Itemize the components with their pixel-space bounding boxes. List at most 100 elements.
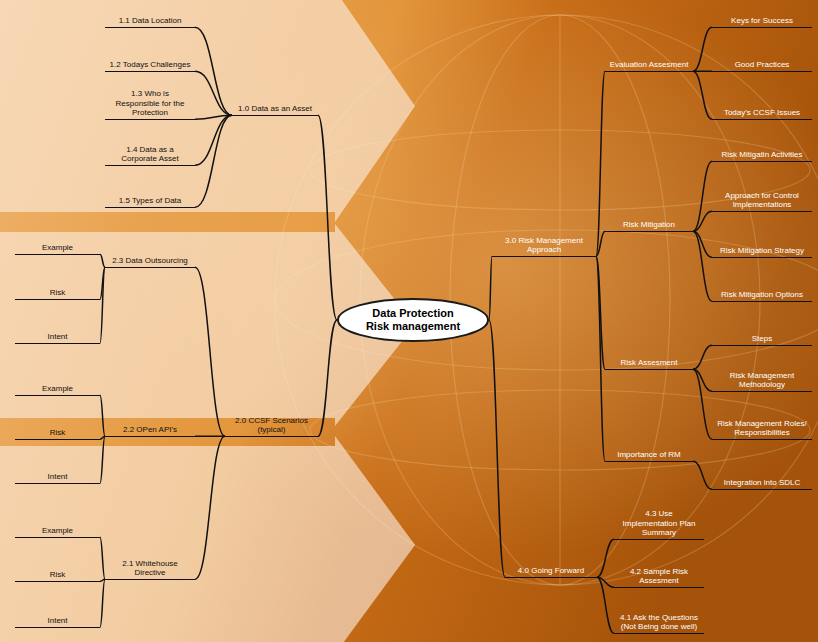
topic-branch: 4.1 Ask the Questions (Not Being done we… [614, 613, 704, 634]
topic-branch: Example [15, 526, 100, 538]
topic-text: Risk Management Methodology [716, 371, 808, 389]
branch-connector [100, 436, 105, 483]
topic-branch: Keys for Success [712, 16, 812, 28]
branch-connector [693, 27, 712, 71]
topic-branch: 2.3 Data Outsourcing [105, 256, 195, 268]
branch-connector [195, 436, 225, 438]
topic-text: 1.3 Who is Responsible for the Protectio… [109, 89, 191, 117]
topic-text: Importance of RM [609, 450, 689, 459]
topic-branch: Intent [15, 472, 100, 484]
topic-text: 2.0 CCSF Scenarios (typical) [229, 416, 314, 434]
topic-text: 3.0 Risk Management Approach [496, 236, 592, 254]
topic-branch: Risk [15, 570, 100, 582]
ellipse-outline [338, 299, 488, 341]
topic-text: Risk Mitigation Options [716, 290, 808, 299]
topic-text: Steps [716, 334, 808, 343]
topic-text: 4.3 Use Implementation Plan Summary [618, 509, 700, 537]
topic-text: 1.0 Data as an Asset [236, 104, 314, 113]
topic-branch: 2.1 Whitehouse Directive [105, 559, 195, 580]
topic-text: 1.5 Types of Data [109, 196, 191, 205]
topic-text: Example [19, 526, 96, 535]
topic-text: 4.0 Going Forward [509, 566, 593, 575]
topic-branch: Risk Management Methodology [712, 371, 812, 392]
topic-branch: 1.4 Data as a Corporate Asset [105, 145, 195, 166]
branch-connector [693, 211, 712, 231]
topic-text: Today's CCSF Issues [716, 108, 808, 117]
branch-connector [318, 115, 337, 320]
branch-connector [195, 267, 225, 436]
topic-text: Risk [19, 570, 96, 579]
topic-branch: Intent [15, 616, 100, 628]
topic-text: Intent [19, 332, 96, 341]
topic-text: 2.3 Data Outsourcing [109, 256, 191, 265]
topic-branch: 1.1 Data Location [105, 16, 195, 28]
topic-branch: 1.5 Types of Data [105, 196, 195, 208]
branch-connector [693, 71, 712, 119]
topic-branch: Steps [712, 334, 812, 346]
topic-branch: Good Practices [712, 60, 812, 72]
topic-text: Integration into SDLC [716, 478, 808, 487]
branch-connector [693, 461, 712, 489]
topic-branch: Risk [15, 288, 100, 300]
arrow-shape [0, 436, 415, 642]
topic-text: 2.2 OPen API's [109, 425, 191, 434]
branch-connector [597, 539, 614, 577]
topic-branch: Intent [15, 332, 100, 344]
branch-connector [596, 256, 605, 461]
branch-connector [597, 577, 614, 633]
topic-text: Risk Management Roles/ Responsibilities [716, 419, 808, 437]
branch-connector [596, 231, 605, 256]
topic-branch: Approach for Control Implementations [712, 191, 812, 212]
branch-connector [100, 579, 105, 627]
branch-connector [693, 161, 712, 231]
branch-connector [195, 27, 232, 115]
branch-connector [195, 436, 225, 579]
topic-branch: Risk Management Roles/ Responsibilities [712, 419, 812, 440]
topic-branch: 2.2 OPen API's [105, 425, 195, 437]
topic-branch: 1.2 Todays Challenges [105, 60, 195, 72]
topic-text: Example [19, 243, 96, 252]
topic-branch: Evaluation Assesment [605, 60, 693, 72]
topic-text: Example [19, 384, 96, 393]
topic-text: Intent [19, 616, 96, 625]
topic-text: 1.4 Data as a Corporate Asset [109, 145, 191, 163]
topic-branch: Risk [15, 428, 100, 440]
branch-connector [195, 71, 232, 115]
central-topic: Data Protection Risk management [337, 298, 489, 342]
branch-connector [693, 71, 712, 73]
topic-text: Risk [19, 428, 96, 437]
branch-connector [693, 345, 712, 369]
topic-branch: Risk Mitigation Strategy [712, 246, 812, 258]
branch-connector [100, 267, 105, 343]
topic-text: 4.2 Sample Risk Assesment [618, 567, 700, 585]
central-topic-text: Data Protection Risk management [363, 307, 463, 332]
topic-branch: Risk Mitigation Options [712, 290, 812, 302]
topic-branch: 3.0 Risk Management Approach [492, 236, 596, 257]
branch-connector [318, 320, 337, 436]
branch-connector [489, 320, 505, 577]
topic-text: 1.1 Data Location [109, 16, 191, 25]
topic-text: Evaluation Assesment [609, 60, 689, 69]
topic-branch: 4.2 Sample Risk Assesment [614, 567, 704, 588]
topic-text: 1.2 Todays Challenges [109, 60, 191, 69]
topic-branch: 1.3 Who is Responsible for the Protectio… [105, 89, 195, 120]
branch-connector [596, 71, 605, 256]
topic-branch: 4.3 Use Implementation Plan Summary [614, 509, 704, 540]
topic-text: Risk Mitigation Strategy [716, 246, 808, 255]
topic-branch: Today's CCSF Issues [712, 108, 812, 120]
topic-branch: 4.0 Going Forward [505, 566, 597, 578]
topic-text: Intent [19, 472, 96, 481]
topic-text: 4.1 Ask the Questions (Not Being done we… [618, 613, 700, 631]
branch-connector [195, 115, 232, 207]
branch-connector [693, 231, 712, 301]
topic-text: Good Practices [716, 60, 808, 69]
topic-text: Keys for Success [716, 16, 808, 25]
topic-text: 2.1 Whitehouse Directive [109, 559, 191, 577]
topic-branch: 1.0 Data as an Asset [232, 104, 318, 116]
topic-branch: Example [15, 384, 100, 396]
topic-text: Risk [19, 288, 96, 297]
branch-connector [489, 256, 492, 320]
topic-text: Risk Assesment [609, 358, 689, 367]
topic-branch: Risk Assesment [605, 358, 693, 370]
